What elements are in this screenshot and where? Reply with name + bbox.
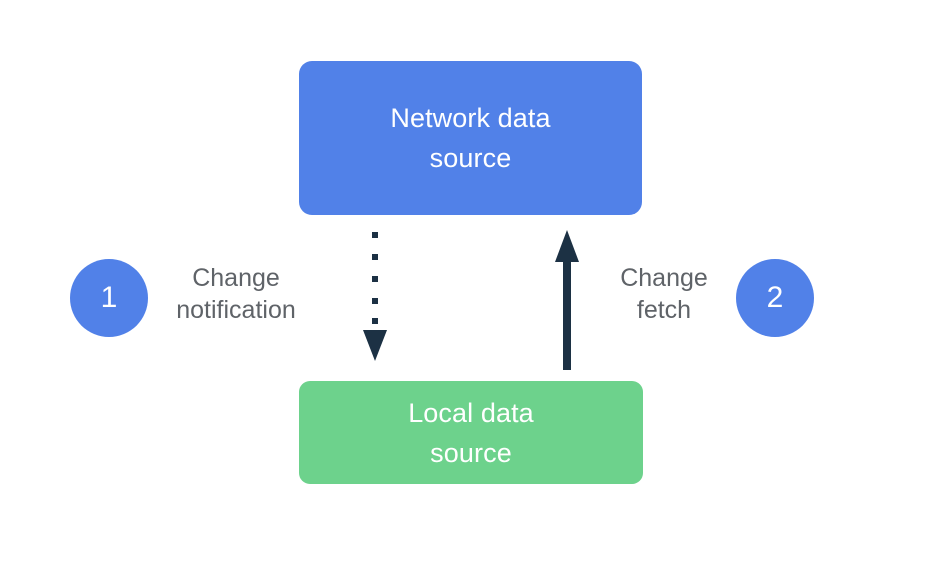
edge-label-change-notification: Change notification <box>176 264 296 324</box>
arrow-dot <box>372 254 378 260</box>
step-badge-2: 2 <box>736 259 814 337</box>
arrow-shaft <box>563 258 571 370</box>
node-network-data-source-label: Network data source <box>390 103 551 173</box>
arrow-change-notification-icon <box>363 232 387 361</box>
node-network-data-source: Network data source <box>299 61 642 215</box>
arrow-head-up-icon <box>555 230 579 262</box>
step-badge-1: 1 <box>70 259 148 337</box>
arrow-dot <box>372 232 378 238</box>
arrow-head-down-icon <box>363 330 387 361</box>
edge-label-change-fetch: Change fetch <box>620 264 708 324</box>
node-local-data-source-label: Local data source <box>408 397 534 468</box>
arrow-dot <box>372 318 378 324</box>
arrow-dot <box>372 276 378 282</box>
arrow-change-notification-dots <box>372 232 378 324</box>
node-local-data-source: Local data source <box>299 381 643 484</box>
arrow-change-fetch-icon <box>555 230 579 370</box>
step-badge-1-number: 1 <box>100 281 118 314</box>
step-badge-2-number: 2 <box>766 281 784 314</box>
arrow-dot <box>372 298 378 304</box>
